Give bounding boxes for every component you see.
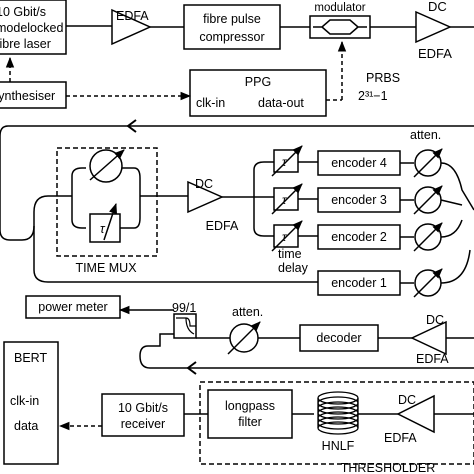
dc-edfa-rx-label-1: DC (426, 313, 444, 327)
time-mux-region (56, 147, 158, 257)
source-laser-box (0, 0, 67, 55)
direction-arrow-1 (126, 119, 137, 133)
encoder-2-label: encoder 2 (331, 230, 387, 244)
encoder-combine (440, 162, 474, 284)
time-delay-label-2: delay (278, 261, 309, 275)
tau-box-4 (273, 149, 299, 173)
bert-clk-in: clk-in (10, 394, 39, 408)
modulator-waveguide (313, 19, 367, 35)
edfa-amplifier-1 (111, 8, 152, 46)
ppg-clk-in: clk-in (196, 96, 225, 110)
coupler-to-loop (139, 333, 474, 369)
hnlf-label: HNLF (322, 439, 355, 453)
direction-arrow-2 (186, 361, 197, 375)
receiver-atten-label: atten. (232, 305, 263, 319)
mux-attenuator (89, 149, 123, 183)
bert-box (3, 341, 59, 465)
ppg-title: PPG (245, 75, 271, 89)
dc-edfa-thr-label-1: DC (398, 393, 416, 407)
prbs-label-2: 2³¹−1 (358, 89, 388, 103)
encoder-3-label: encoder 3 (331, 193, 387, 207)
filter-label-2: filter (238, 415, 262, 429)
encoder-fanout (253, 161, 274, 237)
dc-edfa-top-label-2: EDFA (418, 46, 452, 61)
dc-edfa-mid-label-2: EDFA (206, 219, 239, 233)
compressor-label-1: fibre pulse (203, 12, 261, 26)
encoder-atten-label: atten. (410, 128, 441, 142)
dc-edfa-top-label-1: DC (428, 0, 447, 14)
bert-title: BERT (14, 351, 47, 365)
receiver-label-2: receiver (121, 417, 165, 431)
receiver-box (101, 393, 185, 437)
synthesiser-box (0, 81, 67, 109)
source-laser-line1: 10 Gbit/s (0, 5, 46, 19)
thresholder-region (199, 381, 474, 465)
mux-tau-label: τ (100, 222, 106, 236)
coupler-label: 99/1 (172, 301, 196, 315)
tau-3-label: τ (282, 193, 288, 207)
compressor-label-2: compressor (199, 30, 264, 44)
synthesiser-label: synthesiser (0, 89, 55, 103)
bert-data: data (14, 419, 38, 433)
encoder-4-label: encoder 4 (331, 156, 387, 170)
dc-edfa-amplifier-top (415, 10, 452, 44)
decoder-label: decoder (316, 331, 361, 345)
time-mux-label: TIME MUX (75, 261, 137, 275)
longpass-filter-box (207, 389, 293, 439)
mux-split (21, 195, 72, 241)
ppg-data-out: data-out (258, 96, 304, 110)
filter-label-1: longpass (225, 399, 275, 413)
mux-lower-path (33, 226, 318, 283)
modulator-label: modulator (314, 2, 365, 14)
prbs-label-1: PRBS (366, 71, 400, 85)
hnlf-coil (317, 391, 359, 435)
return-fiber-1 (0, 125, 474, 241)
dc-edfa-amplifier-mid (187, 180, 224, 214)
edfa-label: EDFA (116, 9, 149, 23)
thresholder-label: THRESHOLDER (341, 461, 435, 474)
ppg-box (189, 69, 327, 117)
receiver-label-1: 10 Gbit/s (118, 401, 168, 415)
tau-2-label: τ (282, 230, 288, 244)
encoder-1-label: encoder 1 (331, 276, 387, 290)
source-laser-line3: fibre laser (0, 37, 51, 51)
dc-edfa-thr-label-2: EDFA (384, 431, 417, 445)
source-laser-line2: modelocked (0, 21, 63, 35)
dc-edfa-rx-label-2: EDFA (416, 352, 449, 366)
time-delay-label-1: time (278, 247, 302, 261)
tau-4-label: τ (282, 155, 288, 169)
dc-edfa-mid-label-1: DC (195, 177, 213, 191)
power-meter-label: power meter (38, 300, 107, 314)
